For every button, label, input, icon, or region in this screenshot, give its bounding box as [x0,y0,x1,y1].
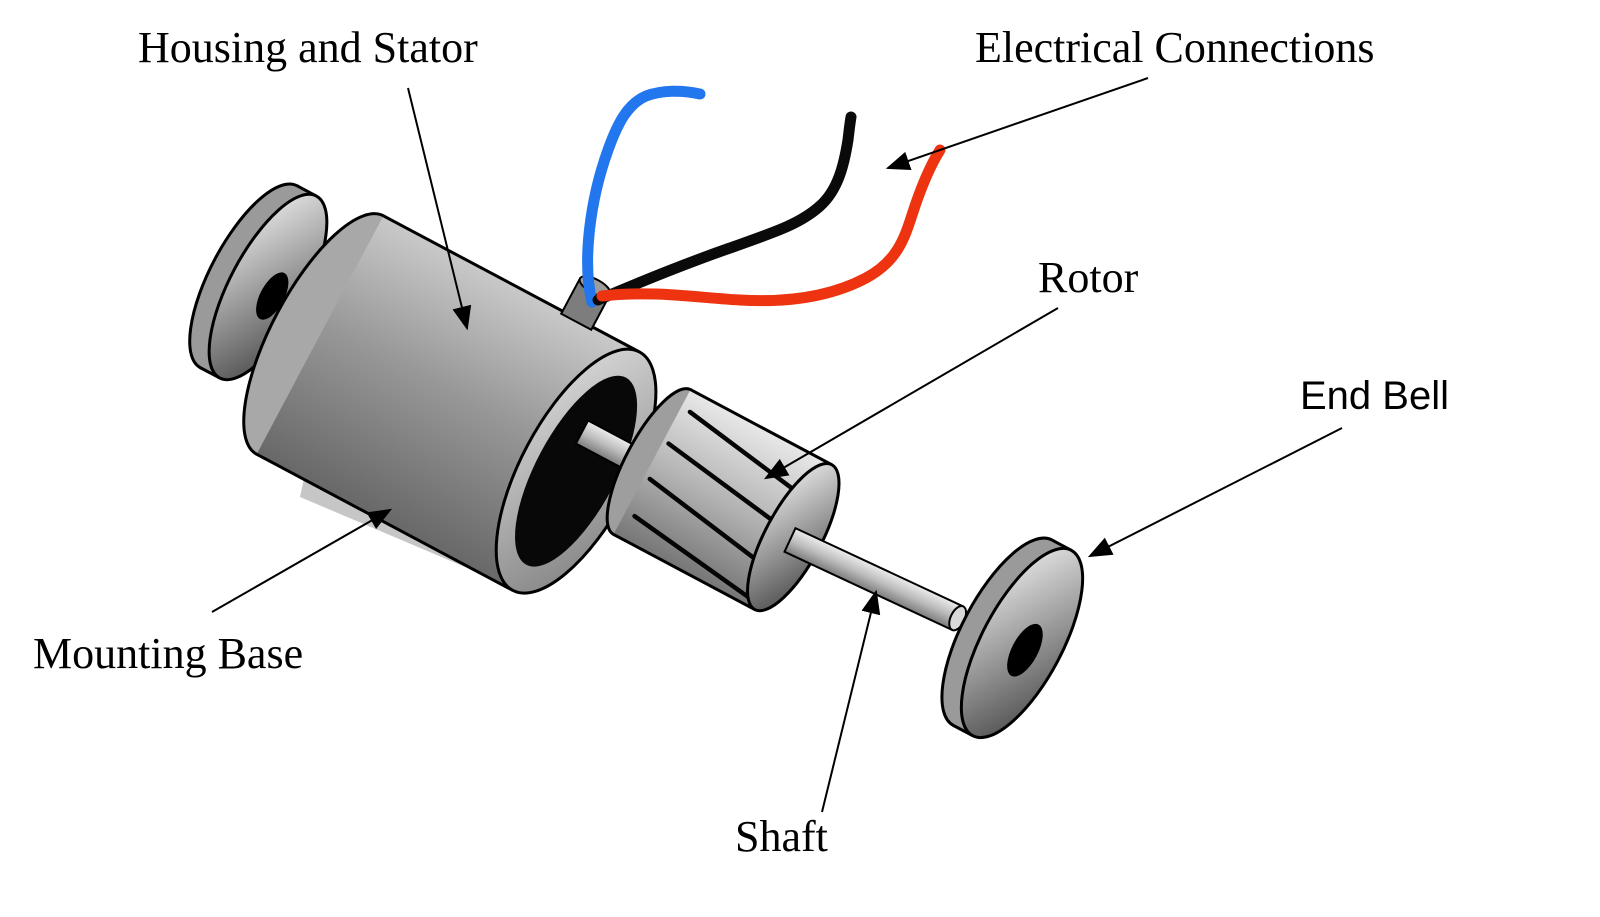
shaft-body [783,526,965,632]
mounting-base-label: Mounting Base [33,629,304,678]
housing-opening [515,375,638,567]
end-bell-arrow [1087,427,1343,558]
wire-red [596,144,946,307]
electrical-label: Electrical Connections [975,23,1375,72]
electrical-arrow [885,77,1149,171]
wire-blue [582,85,706,308]
right-end-bell-hole [1007,623,1043,677]
leader-arrows [211,77,1343,813]
shaft [783,526,968,632]
rotor-slots [632,409,808,600]
housing-label: Housing and Stator [138,23,478,72]
shaft-label: Shaft [735,812,828,861]
wire-black [592,111,857,306]
rotor-label: Rotor [1038,253,1139,302]
end-bell-label: End Bell [1300,374,1449,418]
rotor-arrow [763,307,1059,480]
left-end-bell-hole [256,272,289,320]
shaft-arrow [821,589,881,813]
mounting-base-arrow [211,508,393,613]
right-end-bell [940,536,1085,740]
housing-arrow [407,87,472,331]
left-end-bell [188,182,329,382]
rotor-outline [612,388,833,611]
